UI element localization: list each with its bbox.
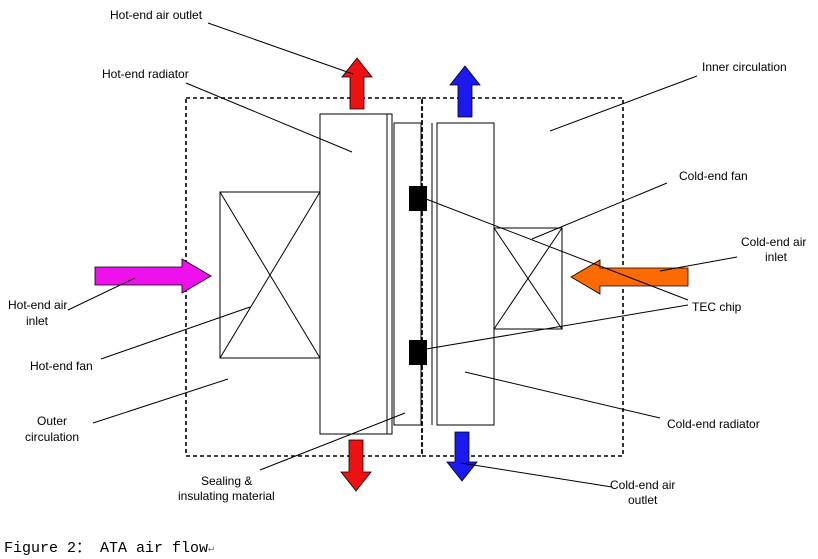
label-hot-end-radiator: Hot-end radiator	[102, 67, 189, 81]
paragraph-mark-icon: ↵	[208, 544, 215, 555]
hot-end-radiator-edge	[386, 113, 393, 435]
label-hot-end-air-outlet: Hot-end air outlet	[110, 8, 203, 22]
figure-caption: Figure 2： ATA air flow↵	[4, 536, 214, 557]
label-cold-end-air-outlet-line1: Cold-end air	[610, 478, 675, 492]
label-sealing-line2: insulating material	[178, 489, 275, 503]
label-cold-end-radiator: Cold-end radiator	[667, 417, 760, 431]
figure-caption-text: Figure 2： ATA air flow	[4, 540, 209, 557]
label-inner-circulation: Inner circulation	[702, 60, 787, 74]
label-outer-circulation-line2: circulation	[25, 430, 79, 444]
label-tec-chip: TEC chip	[692, 300, 742, 314]
label-hot-end-air-inlet-line1: Hot-end air	[8, 298, 67, 312]
hot-end-down-arrow	[340, 439, 372, 492]
sealing-insulating-material	[393, 122, 422, 426]
hot-end-radiator	[319, 113, 388, 435]
cold-end-air-inner-up-arrow	[449, 65, 481, 118]
cold-end-radiator	[436, 122, 495, 426]
hot-end-air-inlet-arrow	[94, 258, 212, 294]
label-hot-end-air-inlet-line2: inlet	[26, 314, 49, 328]
label-hot-end-fan: Hot-end fan	[30, 359, 93, 373]
label-cold-end-air-outlet-line2: outlet	[628, 493, 658, 507]
label-cold-end-fan: Cold-end fan	[679, 169, 748, 183]
leader-lines	[67, 22, 738, 488]
label-cold-end-air-inlet-line2: inlet	[765, 250, 788, 264]
cold-end-fan	[493, 227, 563, 330]
hot-end-air-outlet-arrow	[341, 57, 373, 110]
hot-end-fan	[219, 191, 321, 359]
tec-chip-top	[409, 186, 427, 211]
cold-end-air-outlet-arrow	[446, 431, 478, 482]
label-cold-end-air-inlet-line1: Cold-end air	[741, 235, 806, 249]
label-sealing-line1: Sealing &	[201, 474, 252, 488]
tec-chip-bottom	[409, 340, 427, 365]
label-outer-circulation-line1: Outer	[37, 414, 67, 428]
